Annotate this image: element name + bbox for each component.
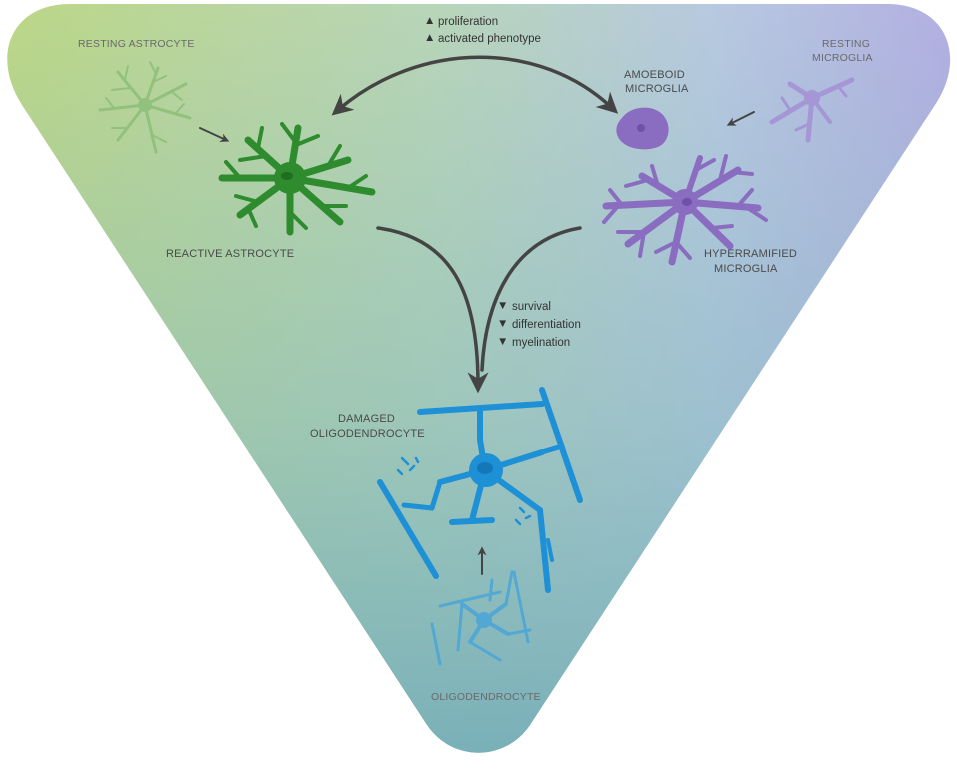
amoeboid-microglia-label-1: AMOEBOID: [624, 69, 685, 81]
resting-astrocyte-label: RESTING ASTROCYTE: [78, 38, 195, 50]
resting-microglia-label-2: MICROGLIA: [812, 52, 873, 64]
resting-microglia-arrow: [726, 111, 755, 126]
oligodendrocyte-icon: [430, 570, 532, 666]
reactive-astrocyte-icon: [218, 122, 376, 236]
reactive-astrocyte-label: REACTIVE ASTROCYTE: [166, 248, 294, 260]
resting-microglia-label-1: RESTING: [822, 38, 870, 50]
top-effect-proliferation: proliferation: [438, 16, 498, 28]
bottom-effect-differentiation: differentiation: [512, 319, 581, 331]
bottom-effect-marker-2: ▼: [497, 336, 508, 348]
astrocyte-to-oligo-arrow: [376, 226, 489, 394]
top-effect-marker-0: ▲: [424, 15, 435, 27]
top-bidirectional-arrow: [331, 55, 619, 116]
resting-microglia-icon: [769, 77, 855, 143]
amoeboid-microglia-label-2: MICROGLIA: [625, 83, 689, 95]
bottom-effects-list: ▼ survival ▼ differentiation ▼ myelinati…: [497, 300, 581, 349]
oligodendrocyte-label: OLIGODENDROCYTE: [431, 691, 541, 703]
amoeboid-microglia-icon: [616, 107, 669, 150]
resting-astrocyte-arrow: [199, 127, 230, 142]
hyperramified-microglia-label-1: HYPERRAMIFIED: [704, 248, 797, 260]
bottom-effect-survival: survival: [512, 301, 551, 313]
resting-astrocyte-icon: [98, 61, 192, 154]
damaged-oligodendrocyte-label-1: DAMAGED: [338, 413, 395, 425]
microglia-to-oligo-arrow: [480, 226, 582, 372]
top-effect-activated-phenotype: activated phenotype: [438, 33, 541, 45]
top-effects-list: ▲ proliferation ▲ activated phenotype: [424, 15, 541, 45]
bottom-effect-myelination: myelination: [512, 337, 570, 349]
damaged-oligodendrocyte-icon: [377, 387, 583, 593]
bottom-effect-marker-1: ▼: [497, 318, 508, 330]
damaged-oligodendrocyte-label-2: OLIGODENDROCYTE: [310, 428, 425, 440]
interaction-arrows: [199, 55, 755, 575]
hyperramified-microglia-icon: [602, 154, 768, 266]
bottom-effect-marker-0: ▼: [497, 300, 508, 312]
top-effect-marker-1: ▲: [424, 32, 435, 44]
hyperramified-microglia-label-2: MICROGLIA: [714, 263, 778, 275]
